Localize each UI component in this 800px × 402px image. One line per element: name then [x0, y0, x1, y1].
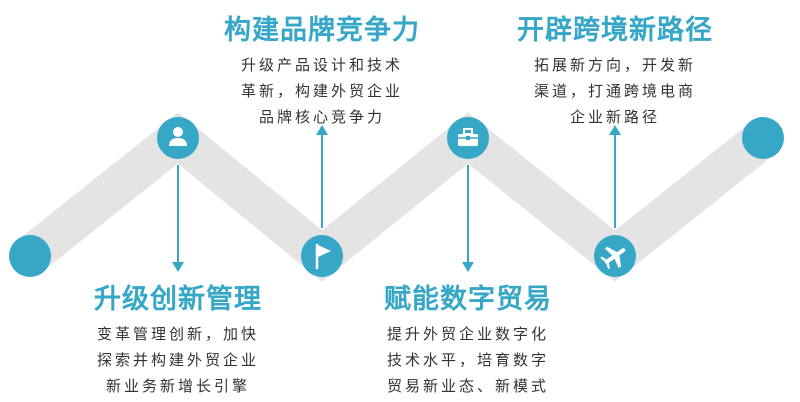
connector-arrow [316, 125, 328, 228]
desc-line: 企业新路径 [569, 108, 660, 126]
step-block-digital-trade: 赋能数字贸易 提升外贸企业数字化 技术水平，培育数字 贸易新业态、新模式 [368, 283, 568, 399]
step-block-cross-border: 开辟跨境新路径 拓展新方向，开发新 渠道，打通跨境电商 企业新路径 [515, 14, 715, 130]
step-description: 拓展新方向，开发新 渠道，打通跨境电商 企业新路径 [515, 52, 715, 130]
flag-icon [315, 243, 331, 270]
user-icon [169, 127, 187, 146]
desc-line: 升级产品设计和技术 [240, 56, 403, 74]
desc-line: 拓展新方向，开发新 [533, 56, 696, 74]
step-block-brand: 构建品牌竞争力 升级产品设计和技术 革新，构建外贸企业 品牌核心竞争力 [222, 14, 422, 130]
start-dot [9, 235, 51, 277]
step-title: 构建品牌竞争力 [224, 15, 420, 46]
desc-line: 新业务新增长引擎 [105, 377, 250, 395]
step-description: 提升外贸企业数字化 技术水平，培育数字 贸易新业态、新模式 [368, 321, 568, 399]
step-title: 升级创新管理 [94, 284, 262, 315]
desc-line: 提升外贸企业数字化 [386, 325, 549, 343]
connector-arrow [462, 165, 474, 272]
connector-arrow [609, 125, 621, 228]
desc-line: 品牌核心竞争力 [258, 108, 385, 126]
end-dot [742, 117, 784, 159]
desc-line: 革新，构建外贸企业 [240, 82, 403, 100]
step-description: 升级产品设计和技术 革新，构建外贸企业 品牌核心竞争力 [222, 52, 422, 130]
node-toolbox [447, 117, 489, 159]
desc-line: 贸易新业态、新模式 [386, 377, 549, 395]
node-user [157, 117, 199, 159]
desc-line: 探索并构建外贸企业 [96, 351, 259, 369]
desc-line: 技术水平，培育数字 [386, 351, 549, 369]
desc-line: 渠道，打通跨境电商 [533, 82, 696, 100]
step-description: 变革管理创新，加快 探索并构建外贸企业 新业务新增长引擎 [78, 321, 278, 399]
airplane-icon [600, 246, 626, 270]
desc-line: 变革管理创新，加快 [96, 325, 259, 343]
step-title: 赋能数字贸易 [384, 284, 552, 315]
step-title: 开辟跨境新路径 [517, 15, 713, 46]
node-flag [301, 235, 343, 277]
toolbox-icon [458, 128, 478, 146]
zigzag-band [17, 112, 776, 282]
step-block-innovation: 升级创新管理 变革管理创新，加快 探索并构建外贸企业 新业务新增长引擎 [78, 283, 278, 399]
connector-arrow [172, 165, 184, 272]
node-airplane [594, 235, 636, 277]
